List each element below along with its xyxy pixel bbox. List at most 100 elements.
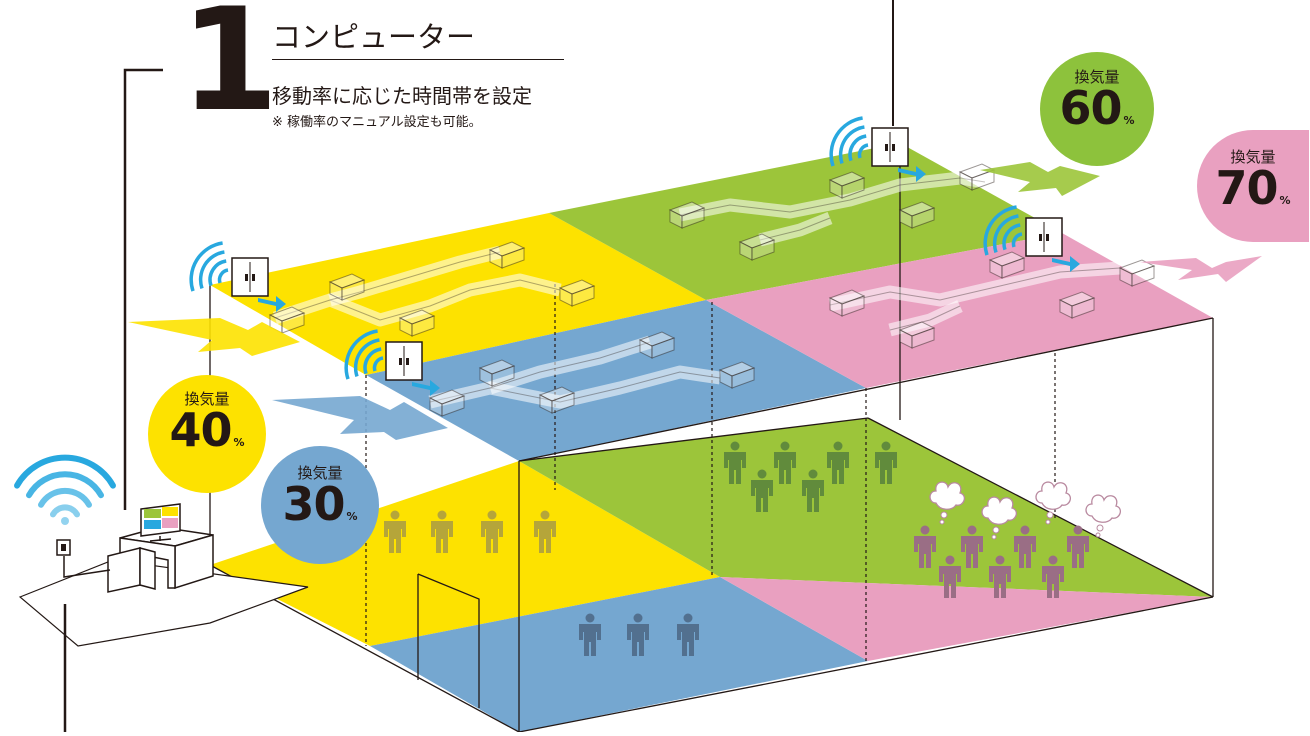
duct-edge xyxy=(489,341,651,389)
duct-box-front xyxy=(1131,265,1155,287)
duct-box-front xyxy=(841,177,865,199)
badge-unit: % xyxy=(346,510,358,523)
control-station xyxy=(14,68,309,732)
duct-box-top xyxy=(898,201,936,217)
wireless-signal-icon xyxy=(829,116,869,167)
person-icon xyxy=(827,441,849,484)
badge-label: 換気量 xyxy=(297,464,343,482)
duct-box-side xyxy=(1059,299,1073,319)
duct-box-side xyxy=(899,209,913,229)
duct-box-front xyxy=(751,239,775,261)
wifi-signal-icon xyxy=(14,454,116,525)
person-icon xyxy=(1042,555,1064,598)
duct-box-side xyxy=(329,281,343,301)
wall-switch-icon xyxy=(56,539,111,578)
duct-box-top xyxy=(478,359,516,375)
duct-box-side xyxy=(719,369,733,389)
duct-box-top xyxy=(398,309,436,325)
duct-run xyxy=(428,365,721,409)
duct-box-side xyxy=(829,179,843,199)
ventilation-badge-pink: 換気量 70% xyxy=(1197,130,1309,242)
person-icon xyxy=(481,510,503,553)
thought-cloud-icon xyxy=(981,496,1018,540)
thought-cloud-icon xyxy=(1035,481,1072,525)
duct-box-top xyxy=(638,331,676,347)
badge-label: 換気量 xyxy=(1074,68,1120,86)
duct-run xyxy=(678,171,987,222)
duct-edge xyxy=(679,177,986,216)
air-outlet-arrow xyxy=(898,166,926,182)
air-outlet-arrow xyxy=(412,380,440,396)
duct-box-side xyxy=(639,339,653,359)
person-icon xyxy=(751,469,773,512)
duct-box-top xyxy=(718,361,756,377)
badge-label: 換気量 xyxy=(184,390,230,408)
wireless-signal-icon xyxy=(189,241,229,292)
ventilation-units xyxy=(189,0,1080,396)
duct-box-top xyxy=(898,321,936,337)
person-icon xyxy=(384,510,406,553)
duct-box-top xyxy=(1058,291,1096,307)
badge-value: 70 xyxy=(1215,161,1278,215)
duct-box-top xyxy=(268,306,306,322)
floor-zone-blue xyxy=(370,577,868,732)
duct-box-front xyxy=(841,295,865,317)
duct-edge xyxy=(429,371,721,403)
occupants xyxy=(384,441,1122,656)
duct-box-side xyxy=(989,259,1003,279)
person-icon xyxy=(1067,525,1089,568)
wifi-arc xyxy=(38,487,92,508)
ventilation-badge-blue: 換気量 30% xyxy=(261,446,379,564)
duct-box-front xyxy=(491,365,515,387)
step-subtitle: 移動率に応じた時間帯を設定 xyxy=(272,84,532,108)
duct-run xyxy=(328,245,502,307)
duct-box-top xyxy=(488,241,526,257)
duct-box-top xyxy=(1118,259,1156,275)
control-room-floor xyxy=(18,559,309,647)
duct-box-side xyxy=(739,241,753,261)
duct-run xyxy=(758,211,833,247)
duct-edge xyxy=(329,251,501,301)
duct-edge xyxy=(889,305,961,331)
duct-box-top xyxy=(668,201,706,217)
duct-box-top xyxy=(538,386,576,402)
duct-box-side xyxy=(429,397,443,417)
airflow-arrows xyxy=(128,162,1262,440)
duct-box-top xyxy=(328,273,366,289)
duct-box-side xyxy=(1119,267,1133,287)
wifi-dot xyxy=(61,517,69,525)
person-icon xyxy=(939,555,961,598)
person-icon xyxy=(677,613,699,656)
duct-run xyxy=(888,300,963,337)
duct-box-front xyxy=(441,395,465,417)
badge-value: 30 xyxy=(282,477,345,531)
duct-box-front xyxy=(501,247,525,269)
person-icon xyxy=(579,613,601,656)
duct-box-top xyxy=(558,279,596,295)
person-icon xyxy=(989,555,1011,598)
ground-floor xyxy=(210,418,1213,732)
ventilation-unit-icon xyxy=(871,127,926,182)
duct-box-top xyxy=(738,233,776,249)
badge-value: 40 xyxy=(169,403,232,457)
wifi-arc xyxy=(14,454,116,489)
person-icon xyxy=(875,441,897,484)
person-icon xyxy=(961,525,983,568)
duct-run xyxy=(488,335,652,395)
person-icon xyxy=(774,441,796,484)
duct-box-top xyxy=(828,289,866,305)
step-note: ※ 稼働率のマニュアル設定も可能。 xyxy=(272,115,482,130)
duct-box-front xyxy=(971,169,995,191)
computer-desk-icon xyxy=(107,503,214,593)
person-icon xyxy=(534,510,556,553)
badge-unit: % xyxy=(233,436,245,449)
thought-cloud-icon xyxy=(1085,494,1122,538)
duct-box-front xyxy=(281,312,305,334)
badge-unit: % xyxy=(1123,114,1135,127)
duct-box-front xyxy=(651,337,675,359)
duct-box-side xyxy=(959,171,973,191)
wireless-signal-icon xyxy=(344,329,384,380)
badge-unit: % xyxy=(1279,194,1291,207)
upper-zone-blue xyxy=(366,300,866,461)
